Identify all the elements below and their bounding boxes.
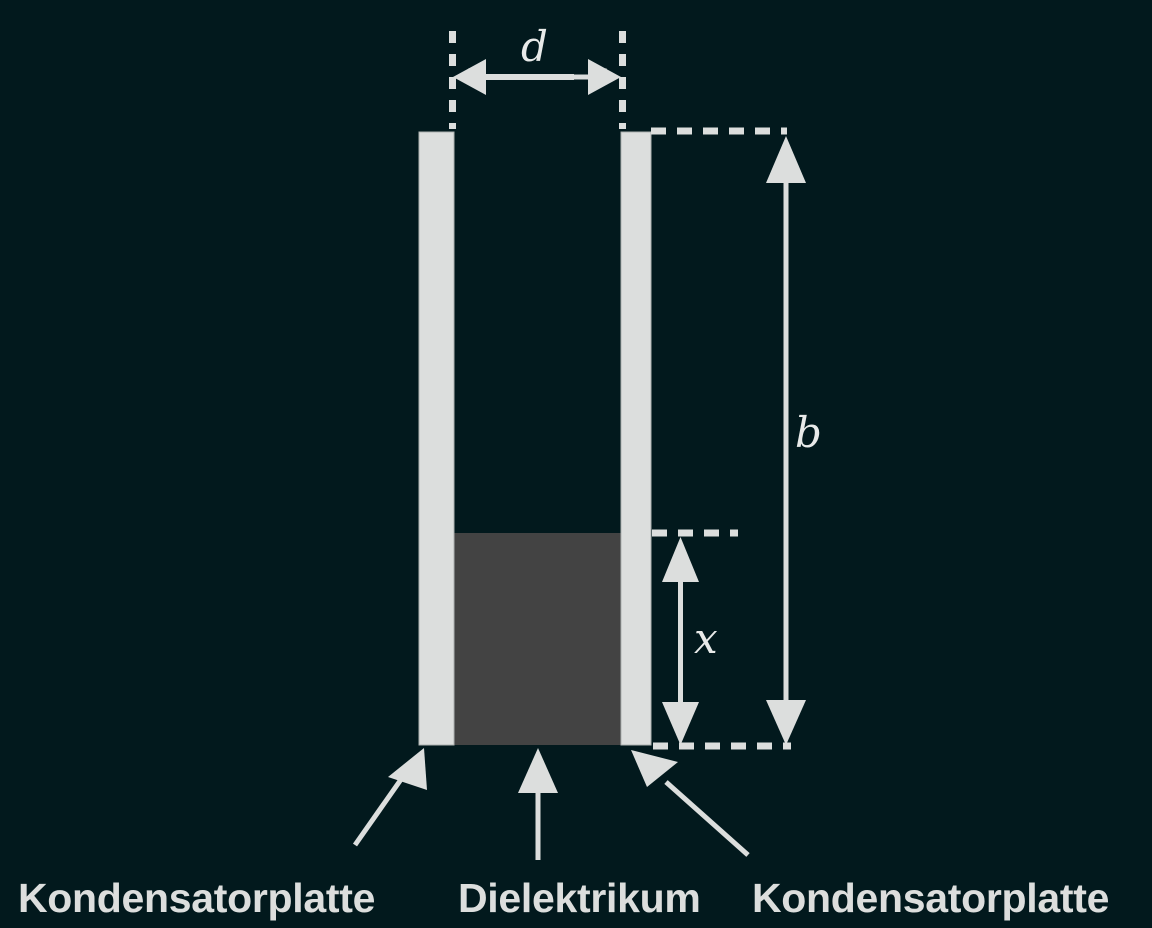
d-arrow-shaft: [470, 74, 574, 80]
b-arrowhead-bottom: [766, 700, 806, 745]
d-arrowhead-left: [453, 59, 486, 95]
left-plate-pointer-arrowhead: [388, 748, 427, 790]
dimension-label-b: b: [795, 408, 822, 457]
caption-right-capacitor-plate: Kondensatorplatte: [752, 875, 1110, 921]
dimension-label-d: d: [521, 22, 548, 71]
caption-left-capacitor-plate: Kondensatorplatte: [18, 875, 376, 921]
right-plate-pointer-arrowhead: [631, 750, 678, 787]
dielectric-pointer-arrowhead: [518, 748, 558, 793]
x-arrowhead-top: [662, 537, 699, 582]
x-arrowhead-bottom: [662, 702, 699, 745]
x-arrow-shaft: [678, 568, 683, 718]
caption-dielectric: Dielektrikum: [458, 875, 701, 921]
right-plate-pointer-line: [664, 780, 750, 857]
left-capacitor-plate: [418, 131, 455, 746]
dielectric-slab: [454, 533, 621, 745]
d-arrowhead-right: [588, 59, 621, 95]
b-arrow-shaft: [783, 170, 789, 715]
right-capacitor-plate: [620, 131, 652, 746]
b-arrowhead-top: [766, 136, 806, 183]
dimension-label-x: x: [694, 614, 718, 663]
